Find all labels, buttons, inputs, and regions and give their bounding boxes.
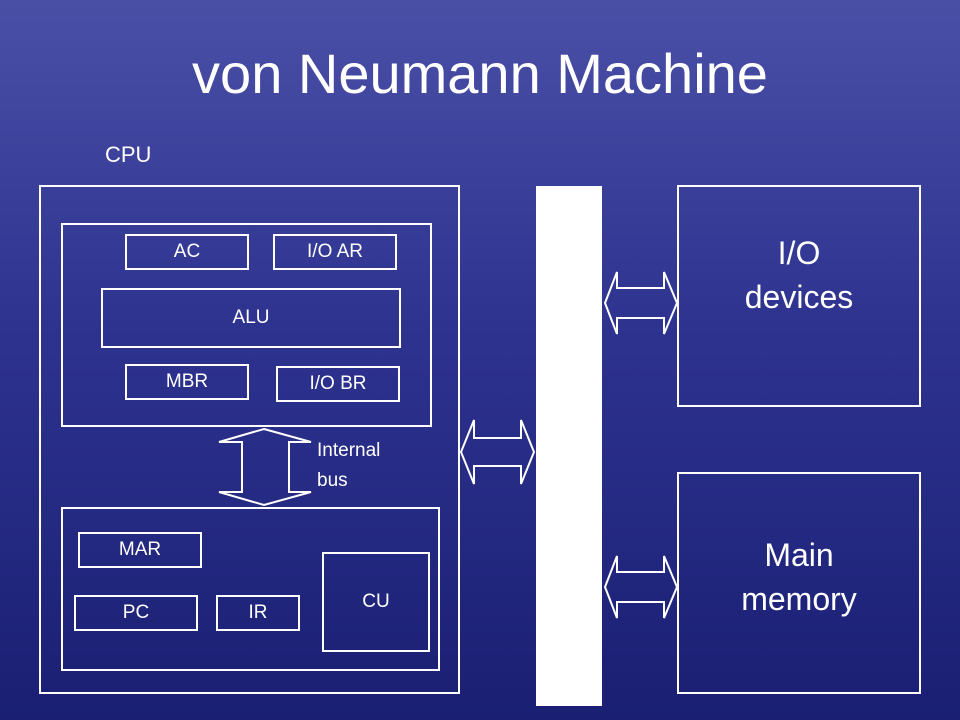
cu-unit: CU bbox=[322, 552, 430, 652]
page-title: von Neumann Machine bbox=[192, 42, 768, 105]
io-devices-label-line2: devices bbox=[744, 279, 854, 315]
io-bus-arrow bbox=[603, 271, 679, 335]
internal-bus-label-line1: Internal bbox=[317, 440, 381, 461]
io-devices-label: I/O devices bbox=[677, 230, 921, 320]
memory-bus-arrow bbox=[603, 555, 679, 619]
control-section-box bbox=[61, 507, 440, 671]
io-ar-register: I/O AR bbox=[273, 234, 397, 270]
system-bus bbox=[536, 186, 602, 706]
alu-section-box bbox=[61, 223, 432, 427]
internal-bus-label-line2: bus bbox=[317, 470, 348, 491]
io-br-register: I/O BR bbox=[276, 366, 400, 402]
main-memory-label: Main memory bbox=[677, 532, 921, 622]
ac-register: AC bbox=[125, 234, 249, 270]
main-memory-label-line1: Main bbox=[764, 537, 834, 573]
cpu-box bbox=[39, 185, 460, 694]
cpu-bus-arrow bbox=[459, 419, 536, 485]
alu-unit: ALU bbox=[101, 288, 401, 348]
mar-register: MAR bbox=[78, 532, 202, 568]
cpu-label: CPU bbox=[105, 142, 152, 167]
ir-register: IR bbox=[216, 595, 300, 631]
internal-bus-label: Internal bus bbox=[317, 436, 380, 496]
main-memory-label-line2: memory bbox=[741, 581, 857, 617]
io-devices-label-line1: I/O bbox=[777, 235, 821, 271]
pc-register: PC bbox=[74, 595, 198, 631]
mbr-register: MBR bbox=[125, 364, 249, 400]
